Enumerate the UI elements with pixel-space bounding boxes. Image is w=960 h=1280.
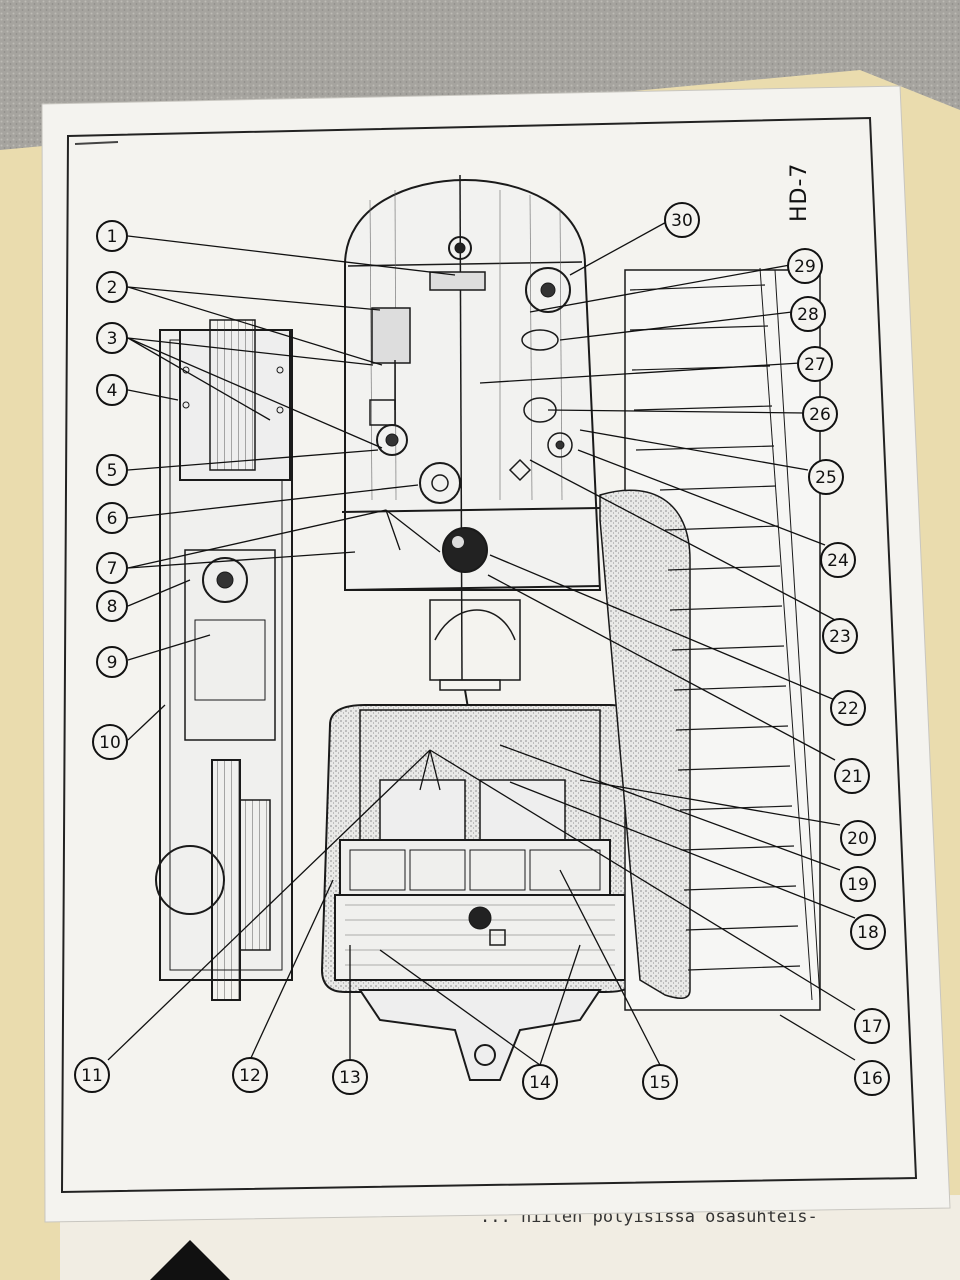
svg-text:16: 16 bbox=[861, 1069, 883, 1089]
svg-text:9: 9 bbox=[107, 653, 118, 673]
svg-text:13: 13 bbox=[339, 1068, 361, 1088]
callout-23: 23 bbox=[822, 618, 858, 654]
drawing-title: HD-7 bbox=[787, 163, 812, 222]
callout-13: 13 bbox=[332, 1059, 368, 1095]
svg-text:18: 18 bbox=[857, 923, 879, 943]
svg-text:25: 25 bbox=[815, 468, 837, 488]
svg-text:19: 19 bbox=[847, 875, 869, 895]
svg-text:7: 7 bbox=[107, 559, 118, 579]
callout-8: 8 bbox=[96, 590, 128, 622]
leader-lines bbox=[107, 219, 856, 1066]
svg-text:23: 23 bbox=[829, 627, 851, 647]
svg-text:22: 22 bbox=[837, 699, 859, 719]
svg-text:3: 3 bbox=[107, 329, 118, 349]
dark-corner-shape bbox=[150, 1240, 230, 1280]
callout-4: 4 bbox=[96, 374, 128, 406]
callout-19: 19 bbox=[840, 866, 876, 902]
left-sprocket-chain bbox=[211, 759, 241, 1001]
svg-text:12: 12 bbox=[239, 1066, 261, 1086]
callout-9: 9 bbox=[96, 646, 128, 678]
callout-14: 14 bbox=[522, 1064, 558, 1100]
svg-text:30: 30 bbox=[671, 211, 693, 231]
callout-30: 30 bbox=[664, 202, 700, 238]
callout-22: 22 bbox=[830, 690, 866, 726]
svg-text:6: 6 bbox=[107, 509, 118, 529]
callout-20: 20 bbox=[840, 820, 876, 856]
svg-text:24: 24 bbox=[827, 551, 849, 571]
callout-3: 3 bbox=[96, 322, 128, 354]
callout-6: 6 bbox=[96, 502, 128, 534]
svg-text:28: 28 bbox=[797, 305, 819, 325]
callout-2: 2 bbox=[96, 271, 128, 303]
svg-text:27: 27 bbox=[804, 355, 826, 375]
callout-27: 27 bbox=[797, 346, 833, 382]
svg-text:10: 10 bbox=[99, 733, 121, 753]
callout-26: 26 bbox=[802, 396, 838, 432]
callout-11: 11 bbox=[74, 1057, 110, 1093]
callout-15: 15 bbox=[642, 1064, 678, 1100]
callout-17: 17 bbox=[854, 1008, 890, 1044]
engine-hood bbox=[344, 178, 602, 591]
callout-18: 18 bbox=[850, 914, 886, 950]
drawing-border bbox=[60, 116, 918, 1194]
callout-21: 21 bbox=[834, 758, 870, 794]
svg-text:29: 29 bbox=[794, 257, 816, 277]
svg-text:15: 15 bbox=[649, 1073, 671, 1093]
callout-28: 28 bbox=[790, 296, 826, 332]
tractor-drawing bbox=[155, 174, 821, 1081]
svg-text:26: 26 bbox=[809, 405, 831, 425]
callout-12: 12 bbox=[232, 1057, 268, 1093]
svg-text:2: 2 bbox=[107, 278, 118, 298]
svg-text:1: 1 bbox=[107, 227, 118, 247]
callout-16: 16 bbox=[854, 1060, 890, 1096]
control-panels bbox=[339, 839, 611, 896]
svg-text:11: 11 bbox=[81, 1066, 103, 1086]
callout-1: 1 bbox=[96, 220, 128, 252]
svg-text:5: 5 bbox=[107, 461, 118, 481]
svg-text:14: 14 bbox=[529, 1073, 551, 1093]
callouts: 1 2 3 4 5 6 7 8 9 10 11 12 13 14 15 16 1… bbox=[74, 202, 890, 1100]
svg-text:20: 20 bbox=[847, 829, 869, 849]
callout-5: 5 bbox=[96, 454, 128, 486]
callout-25: 25 bbox=[808, 459, 844, 495]
svg-text:17: 17 bbox=[861, 1017, 883, 1037]
svg-text:4: 4 bbox=[107, 381, 118, 401]
svg-text:8: 8 bbox=[107, 597, 118, 617]
callout-10: 10 bbox=[92, 724, 128, 760]
callout-24: 24 bbox=[820, 542, 856, 578]
staple-mark bbox=[74, 141, 119, 145]
callout-7: 7 bbox=[96, 552, 128, 584]
svg-text:21: 21 bbox=[841, 767, 863, 787]
callout-29: 29 bbox=[787, 248, 823, 284]
